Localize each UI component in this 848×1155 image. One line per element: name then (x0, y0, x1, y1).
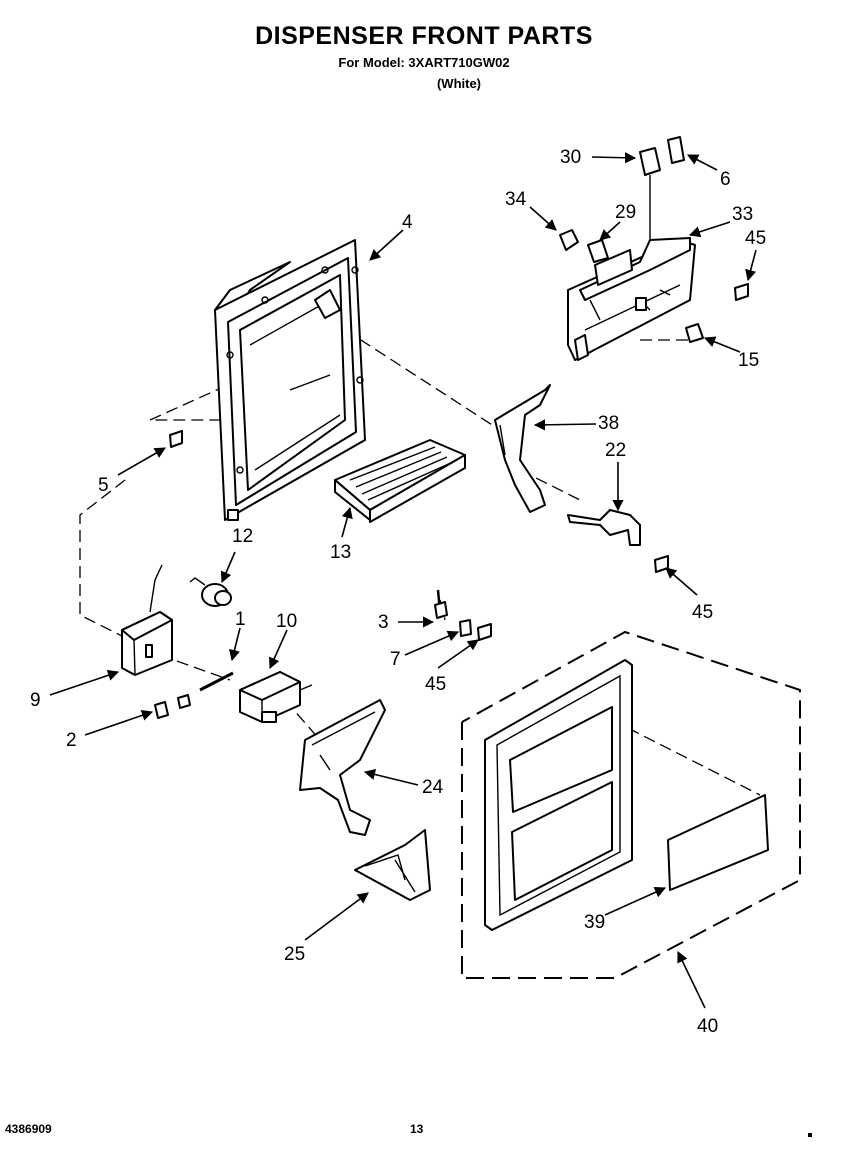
light-bulb-part (559, 229, 579, 251)
ice-chute-part (354, 829, 431, 901)
callout-25: 25 (284, 944, 305, 965)
callout-6: 6 (720, 169, 731, 190)
bracket-assembly-part (567, 237, 696, 361)
callout-13: 13 (330, 542, 351, 563)
callout-24: 24 (422, 777, 444, 798)
assembly-lines (79, 319, 761, 796)
solenoid-part (239, 671, 313, 723)
callout-38: 38 (598, 413, 619, 434)
nut-part (154, 694, 191, 719)
insulator-part (667, 136, 685, 164)
callout-30: 30 (560, 147, 581, 168)
callout-29: 29 (615, 202, 636, 223)
document-number: 4386909 (5, 1122, 52, 1136)
corner-mark (808, 1133, 812, 1137)
control-module-part (121, 564, 173, 676)
knob-part (685, 323, 704, 343)
callout-39: 39 (584, 912, 605, 933)
microswitch-part (639, 147, 661, 240)
callout-4: 4 (402, 212, 413, 233)
callout-15: 15 (738, 350, 759, 371)
callout-45-mid: 45 (425, 674, 446, 695)
leader-lines (49, 152, 757, 1009)
callout-labels: 30 6 34 29 33 45 4 15 38 22 5 12 13 45 1… (30, 147, 766, 1037)
callout-7: 7 (390, 649, 401, 670)
screw-parts (169, 283, 749, 641)
front-panel-group (461, 630, 801, 979)
housing-frame-part (214, 239, 366, 521)
callout-5: 5 (98, 475, 109, 496)
callout-45-right: 45 (692, 602, 713, 623)
callout-33: 33 (732, 204, 753, 225)
water-lever-part (494, 384, 551, 513)
callout-9: 9 (30, 690, 41, 711)
page-number: 13 (410, 1122, 424, 1136)
callout-12: 12 (232, 526, 253, 547)
callout-45-top: 45 (745, 228, 766, 249)
callout-3: 3 (378, 612, 389, 633)
label-part (667, 794, 769, 891)
page-title: DISPENSER FRONT PARTS (255, 22, 593, 50)
callout-10: 10 (276, 611, 297, 632)
clip-part (459, 619, 472, 637)
callout-1: 1 (235, 609, 246, 630)
callout-2: 2 (66, 730, 77, 751)
callout-22: 22 (605, 440, 626, 461)
actuator-part (567, 509, 641, 546)
spring-part (434, 589, 448, 619)
variant-line: (White) (436, 76, 482, 91)
callout-40: 40 (697, 1016, 718, 1037)
rod-part (199, 671, 234, 692)
model-line: For Model: 3XART710GW02 (338, 55, 510, 70)
ice-lever-part (299, 699, 386, 836)
drip-tray-part (334, 439, 466, 523)
motor-part (189, 577, 232, 607)
callout-34: 34 (505, 189, 527, 210)
socket-part (587, 239, 609, 263)
